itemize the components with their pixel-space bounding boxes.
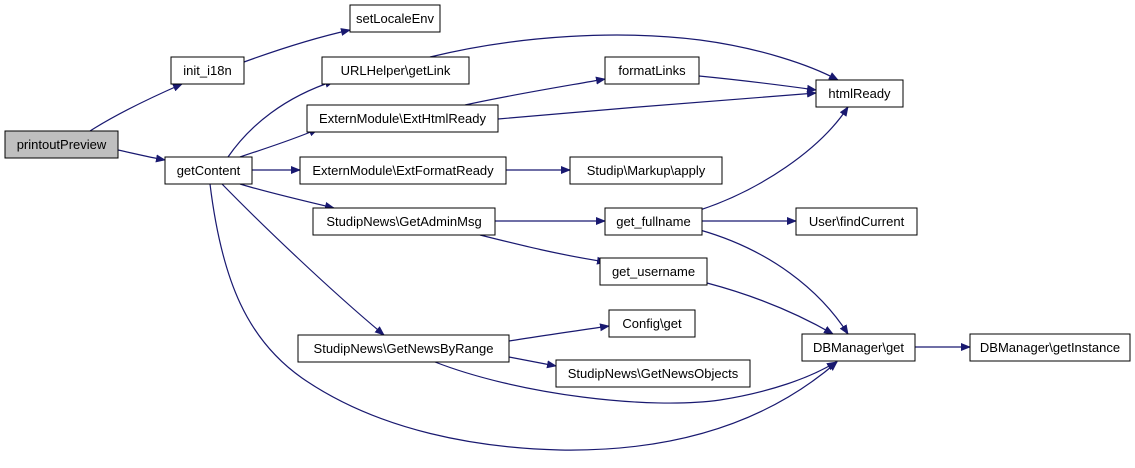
edge-printoutPreview-to-init_i18n [89, 83, 183, 132]
node-box [306, 104, 499, 133]
node-label: formatLinks [618, 63, 686, 78]
node-label: URLHelper\getLink [341, 63, 451, 78]
node-box [555, 359, 751, 388]
node-getinstance[interactable]: DBManager\getInstance [969, 333, 1131, 362]
edges-layer [89, 28, 971, 451]
edge-getContent-to-GetNewsByRange [221, 183, 385, 336]
node-setlocaleenv[interactable]: setLocaleEnv [349, 4, 441, 33]
edge-getLink-to-htmlReady [429, 34, 839, 81]
edge-printoutPreview-to-getContent [117, 149, 166, 163]
node-label: StudipNews\GetNewsByRange [314, 341, 494, 356]
edge-get_fullname-to-htmlReady [699, 106, 849, 211]
node-box [599, 257, 708, 286]
edge-formatLinks-to-htmlReady [698, 75, 817, 93]
edge-GetNewsByRange-to-Config_get [508, 323, 610, 342]
node-config-get[interactable]: Config\get [608, 309, 696, 338]
node-getnewsobjects[interactable]: StudipNews\GetNewsObjects [555, 359, 751, 388]
node-label: User\findCurrent [809, 214, 905, 229]
node-init-i18n[interactable]: init_i18n [170, 56, 245, 85]
node-label: printoutPreview [17, 137, 107, 152]
node-dbmanager-get[interactable]: DBManager\get [801, 333, 916, 362]
node-box [795, 207, 918, 236]
node-box [815, 79, 904, 108]
edge-getContent-to-getLink [227, 79, 335, 158]
node-label: StudipNews\GetNewsObjects [568, 366, 739, 381]
node-label: StudipNews\GetAdminMsg [326, 214, 481, 229]
node-label: setLocaleEnv [356, 11, 435, 26]
node-formatlinks[interactable]: formatLinks [604, 56, 700, 85]
edge-get_username-to-DBManager_get [706, 282, 834, 335]
node-box [170, 56, 245, 85]
node-htmlready[interactable]: htmlReady [815, 79, 904, 108]
edge-init_i18n-to-setLocaleEnv [243, 28, 351, 63]
node-label: DBManager\getInstance [980, 340, 1120, 355]
edge-getContent-to-DBManager_get [209, 183, 838, 451]
edge-ExtHtmlReady-to-htmlReady [497, 89, 817, 120]
node-box [604, 56, 700, 85]
node-printoutpreview[interactable]: printoutPreview [4, 130, 119, 159]
node-label: get_fullname [616, 214, 690, 229]
node-label: ExternModule\ExtHtmlReady [319, 111, 486, 126]
node-box [801, 333, 916, 362]
node-box [299, 156, 507, 185]
node-label: getContent [177, 163, 241, 178]
node-extformatready[interactable]: ExternModule\ExtFormatReady [299, 156, 507, 185]
node-label: DBManager\get [813, 340, 904, 355]
node-box [969, 333, 1131, 362]
node-getadminmsg[interactable]: StudipNews\GetAdminMsg [312, 207, 496, 236]
node-label: ExternModule\ExtFormatReady [312, 163, 494, 178]
node-box [349, 4, 441, 33]
node-label: htmlReady [828, 86, 891, 101]
node-label: get_username [612, 264, 695, 279]
node-findcurrent[interactable]: User\findCurrent [795, 207, 918, 236]
node-label: init_i18n [183, 63, 231, 78]
edge-get_fullname-to-DBManager_get [699, 229, 849, 335]
node-box [312, 207, 496, 236]
node-label: Config\get [622, 316, 682, 331]
edge-GetNewsByRange-to-DBManager_get [434, 361, 837, 404]
node-label: Studip\Markup\apply [587, 163, 706, 178]
edge-GetNewsByRange-to-GetNewsObjects [508, 356, 557, 369]
edge-GetAdminMsg-to-get_username [479, 234, 607, 265]
node-getlink[interactable]: URLHelper\getLink [321, 56, 470, 85]
node-get-fullname[interactable]: get_fullname [604, 207, 703, 236]
node-getcontent[interactable]: getContent [164, 156, 253, 185]
node-box [4, 130, 119, 159]
node-getnewsbyrange[interactable]: StudipNews\GetNewsByRange [297, 334, 510, 363]
edge-getContent-to-ExtHtmlReady [239, 128, 319, 158]
edge-ExtHtmlReady-to-formatLinks [464, 76, 606, 106]
node-box [604, 207, 703, 236]
node-box [164, 156, 253, 185]
node-box [297, 334, 510, 363]
node-box [569, 156, 723, 185]
node-box [321, 56, 470, 85]
edge-getContent-to-GetAdminMsg [239, 183, 335, 210]
node-exthtmlready[interactable]: ExternModule\ExtHtmlReady [306, 104, 499, 133]
node-box [608, 309, 696, 338]
node-get-username[interactable]: get_username [599, 257, 708, 286]
node-apply[interactable]: Studip\Markup\apply [569, 156, 723, 185]
nodes-layer: printoutPreview init_i18n setLocaleEnv getC… [4, 4, 1131, 388]
